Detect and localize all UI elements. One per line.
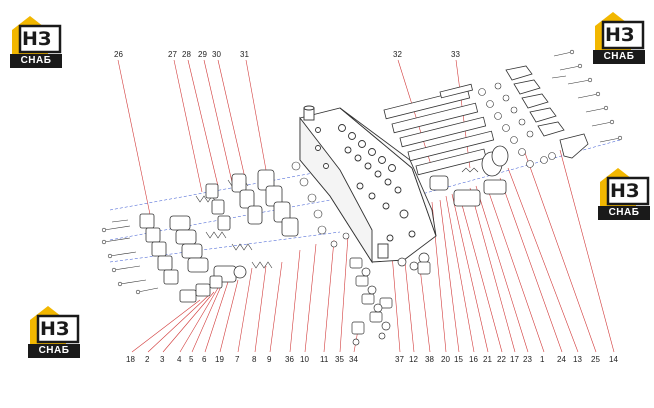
- house-logo-icon: [30, 306, 80, 344]
- callout-label: 13: [573, 355, 582, 364]
- house-logo-icon: [595, 12, 645, 50]
- callout-label: 27: [168, 50, 177, 59]
- valve-body: [299, 105, 437, 264]
- callout-label: 6: [202, 355, 207, 364]
- callout-label: 33: [451, 50, 460, 59]
- callout-label: 18: [126, 355, 135, 364]
- house-logo-icon: [12, 16, 62, 54]
- callout-label: 28: [182, 50, 191, 59]
- callout-label: 7: [235, 355, 240, 364]
- logo-band: СНАБ: [10, 54, 62, 68]
- callout-label: 16: [469, 355, 478, 364]
- callout-label: 3: [160, 355, 165, 364]
- logo-mark: НЗ: [22, 28, 52, 50]
- left-spool-assembly: [101, 161, 350, 303]
- callout-label: 22: [497, 355, 506, 364]
- callout-label: 37: [395, 355, 404, 364]
- callout-label: 2: [145, 355, 150, 364]
- logo-band: СНАБ: [593, 50, 645, 64]
- right-spool-assembly: [383, 49, 623, 207]
- logo-band: СНАБ: [28, 344, 80, 358]
- callout-label: 31: [240, 50, 249, 59]
- callout-label: 29: [198, 50, 207, 59]
- brand-logo: НЗ СНАБ: [8, 14, 64, 68]
- callout-label: 4: [177, 355, 182, 364]
- callout-label: 9: [267, 355, 272, 364]
- callout-label: 10: [300, 355, 309, 364]
- callout-label: 21: [483, 355, 492, 364]
- logo-mark: НЗ: [40, 318, 70, 340]
- callout-label: 11: [320, 355, 329, 364]
- callout-label: 32: [393, 50, 402, 59]
- logo-mark: НЗ: [605, 24, 635, 46]
- callout-label: 25: [591, 355, 600, 364]
- callout-label: 1: [540, 355, 545, 364]
- logo-band: СНАБ: [598, 206, 650, 220]
- callout-label: 26: [114, 50, 123, 59]
- logo-mark: НЗ: [610, 180, 640, 202]
- callout-label: 8: [252, 355, 257, 364]
- callout-label: 20: [441, 355, 450, 364]
- brand-logo: НЗ СНАБ: [596, 166, 652, 220]
- callout-label: 23: [523, 355, 532, 364]
- callout-label: 12: [409, 355, 418, 364]
- callout-label: 30: [212, 50, 221, 59]
- callout-label: 24: [557, 355, 566, 364]
- top-callouts: 26 27 28 29 30 31 32 33: [114, 50, 460, 59]
- callout-label: 36: [285, 355, 294, 364]
- brand-logo: НЗ СНАБ: [26, 304, 82, 358]
- callout-label: 15: [454, 355, 463, 364]
- callout-label: 14: [609, 355, 618, 364]
- house-logo-icon: [600, 168, 650, 206]
- brand-logo: НЗ СНАБ: [591, 10, 647, 64]
- callout-label: 17: [510, 355, 519, 364]
- bottom-callouts: 18 2 3 4 5 6 19 7 8 9 36 10 11 35 34 37 …: [126, 355, 618, 364]
- callout-label: 19: [215, 355, 224, 364]
- callout-label: 38: [425, 355, 434, 364]
- callout-label: 35: [335, 355, 344, 364]
- lower-fittings: [349, 252, 431, 346]
- callout-label: 34: [349, 355, 358, 364]
- callout-label: 5: [189, 355, 194, 364]
